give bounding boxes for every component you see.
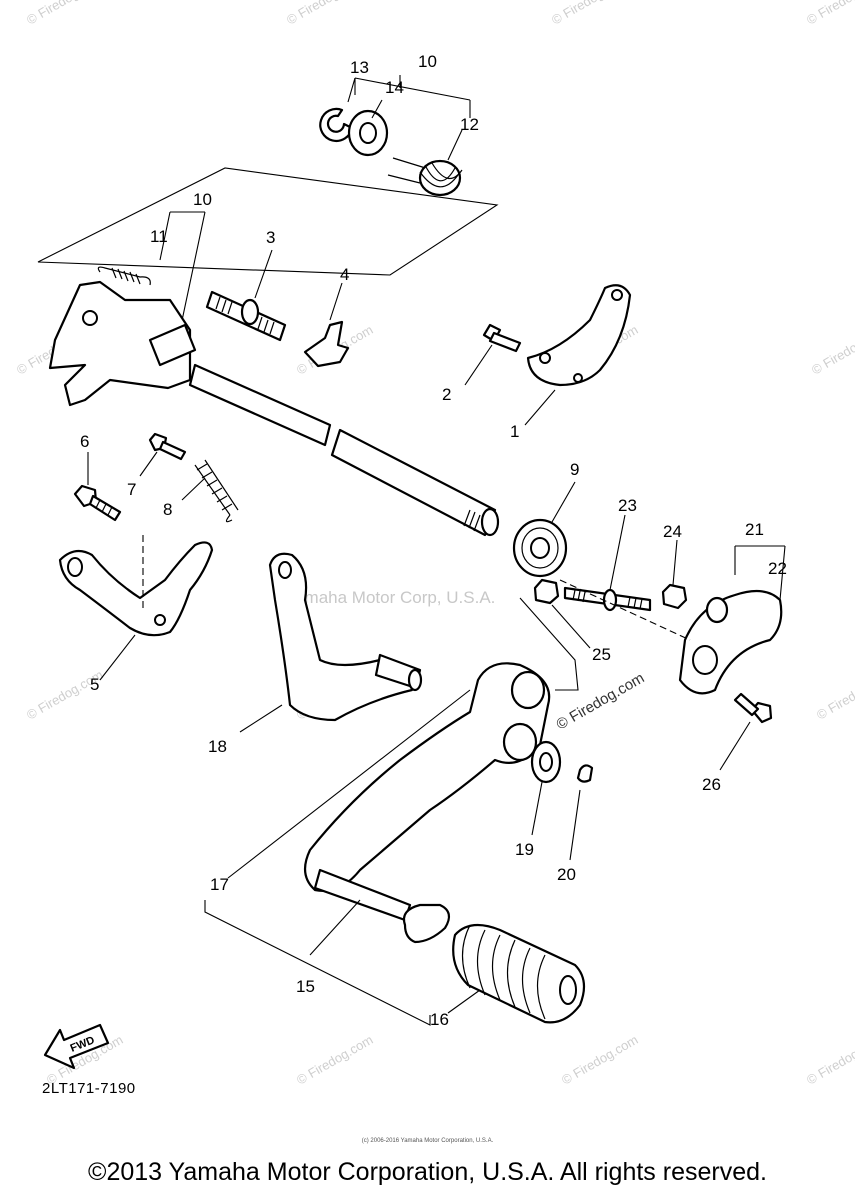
label-4: 4	[340, 265, 349, 284]
nut-24	[661, 539, 688, 610]
label-22: 22	[768, 559, 787, 578]
bolt-7	[139, 432, 187, 477]
label-9: 9	[570, 460, 579, 479]
watermark-dark: © Firedog.com	[554, 669, 648, 733]
group-outline	[37, 167, 499, 276]
label-25: 25	[592, 645, 611, 664]
label-10: 10	[193, 190, 212, 209]
stud-3	[205, 249, 287, 342]
bearing-9	[512, 481, 576, 578]
diagram-reference-code: 2LT171-7190	[42, 1080, 136, 1097]
shift-shaft-assembly	[48, 211, 500, 537]
label-24: 24	[663, 522, 682, 541]
bracket-15-16	[204, 900, 431, 1026]
label-2: 2	[442, 385, 451, 404]
spring-8	[181, 459, 239, 523]
watermark: © Firedog.com	[284, 0, 366, 28]
bracket-10-lower	[159, 211, 206, 331]
watermark: © Firedog.com	[24, 0, 106, 28]
label-14: 14	[385, 78, 404, 97]
part-group-10-top	[319, 75, 471, 197]
label-21: 21	[745, 520, 764, 539]
label-20: 20	[557, 865, 576, 884]
washer-19	[530, 740, 562, 836]
label-19: 19	[515, 840, 534, 859]
watermark-center: Yamaha Motor Corp, U.S.A.	[285, 588, 495, 607]
label-16: 16	[430, 1010, 449, 1029]
watermark: © Firedog.com	[809, 322, 855, 378]
label-6: 6	[80, 432, 89, 451]
footpeg-15	[309, 868, 451, 956]
watermark: © Firedog.com	[814, 667, 855, 723]
label-26: 26	[702, 775, 721, 794]
circlip-13	[319, 107, 354, 143]
label-5: 5	[90, 675, 99, 694]
label-10-top: 10	[418, 52, 437, 71]
label-7: 7	[127, 480, 136, 499]
label-11: 11	[150, 227, 168, 246]
bolt-26	[719, 692, 773, 771]
label-17: 17	[210, 875, 229, 894]
watermark: © Firedog.com	[559, 1032, 641, 1088]
plate-4	[303, 320, 350, 368]
part-labels: 13 14 10 12 10 11 3 4 2 1 6 7 8 9 23 24 …	[80, 52, 787, 1029]
plate-1	[524, 284, 632, 426]
label-3: 3	[266, 228, 275, 247]
lever-5	[58, 535, 214, 681]
nut-25	[533, 578, 591, 649]
bracket-10	[354, 77, 471, 118]
bolt-6	[73, 452, 122, 522]
label-1: 1	[510, 422, 519, 441]
shift-shaft-lower	[330, 428, 497, 537]
shift-pedal-17	[227, 662, 551, 892]
rod-23	[563, 514, 652, 612]
tiny-copyright: (c) 2006-2016 Yamaha Motor Corporation, …	[361, 1138, 494, 1144]
label-15: 15	[296, 977, 315, 996]
label-18: 18	[208, 737, 227, 756]
bolt-2	[464, 323, 522, 386]
label-13: 13	[350, 58, 369, 77]
label-23: 23	[618, 496, 637, 515]
rod-end-21	[519, 545, 786, 695]
fwd-arrow-icon: FWD	[43, 1023, 110, 1070]
arm-18	[239, 552, 423, 733]
watermark: © Firedog.com	[294, 1032, 376, 1088]
shift-shaft-upper	[188, 363, 332, 447]
spring-12	[387, 129, 463, 197]
label-12: 12	[460, 115, 479, 134]
watermark: © Firedog.com	[549, 0, 631, 28]
watermark: © Firedog.com	[804, 0, 855, 28]
footpeg-rubber-16	[447, 923, 586, 1024]
clip-20	[569, 764, 594, 861]
copyright-footer: ©2013 Yamaha Motor Corporation, U.S.A. A…	[88, 1158, 767, 1186]
label-8: 8	[163, 500, 172, 519]
watermark: © Firedog.com	[804, 1032, 855, 1088]
spring-11	[97, 266, 151, 286]
